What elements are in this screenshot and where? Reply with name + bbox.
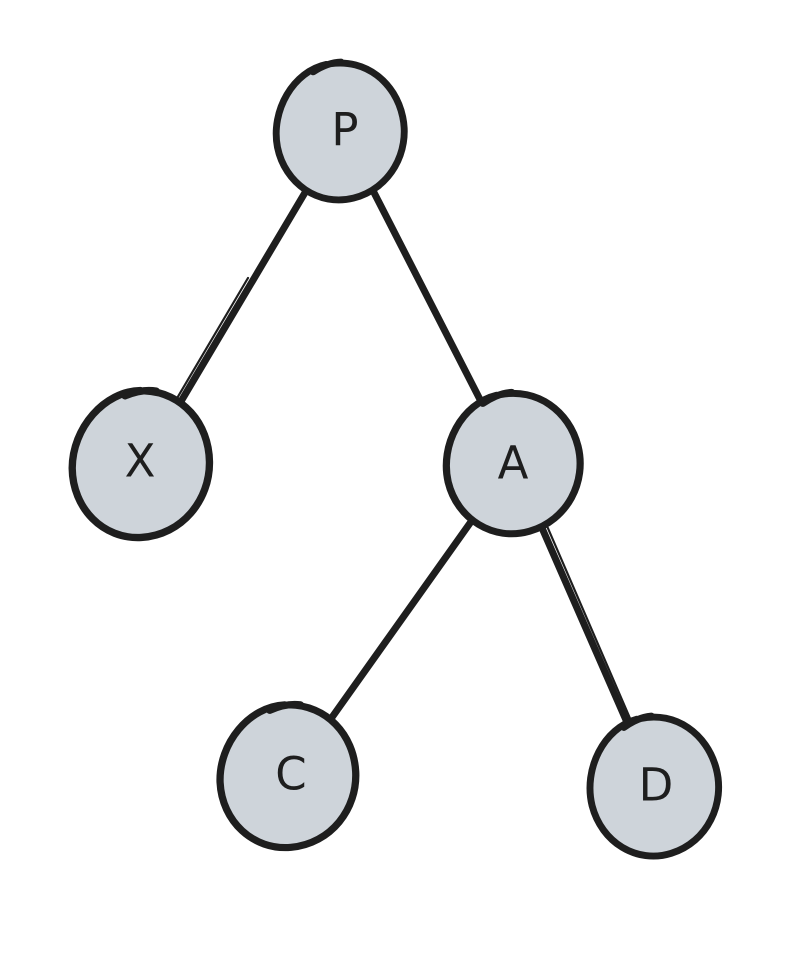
node-D-label: D <box>638 758 674 812</box>
node-X-label: X <box>124 434 156 488</box>
node-A-label: A <box>497 436 529 490</box>
node-C-label: C <box>275 747 307 801</box>
node-P-label: P <box>331 103 359 157</box>
